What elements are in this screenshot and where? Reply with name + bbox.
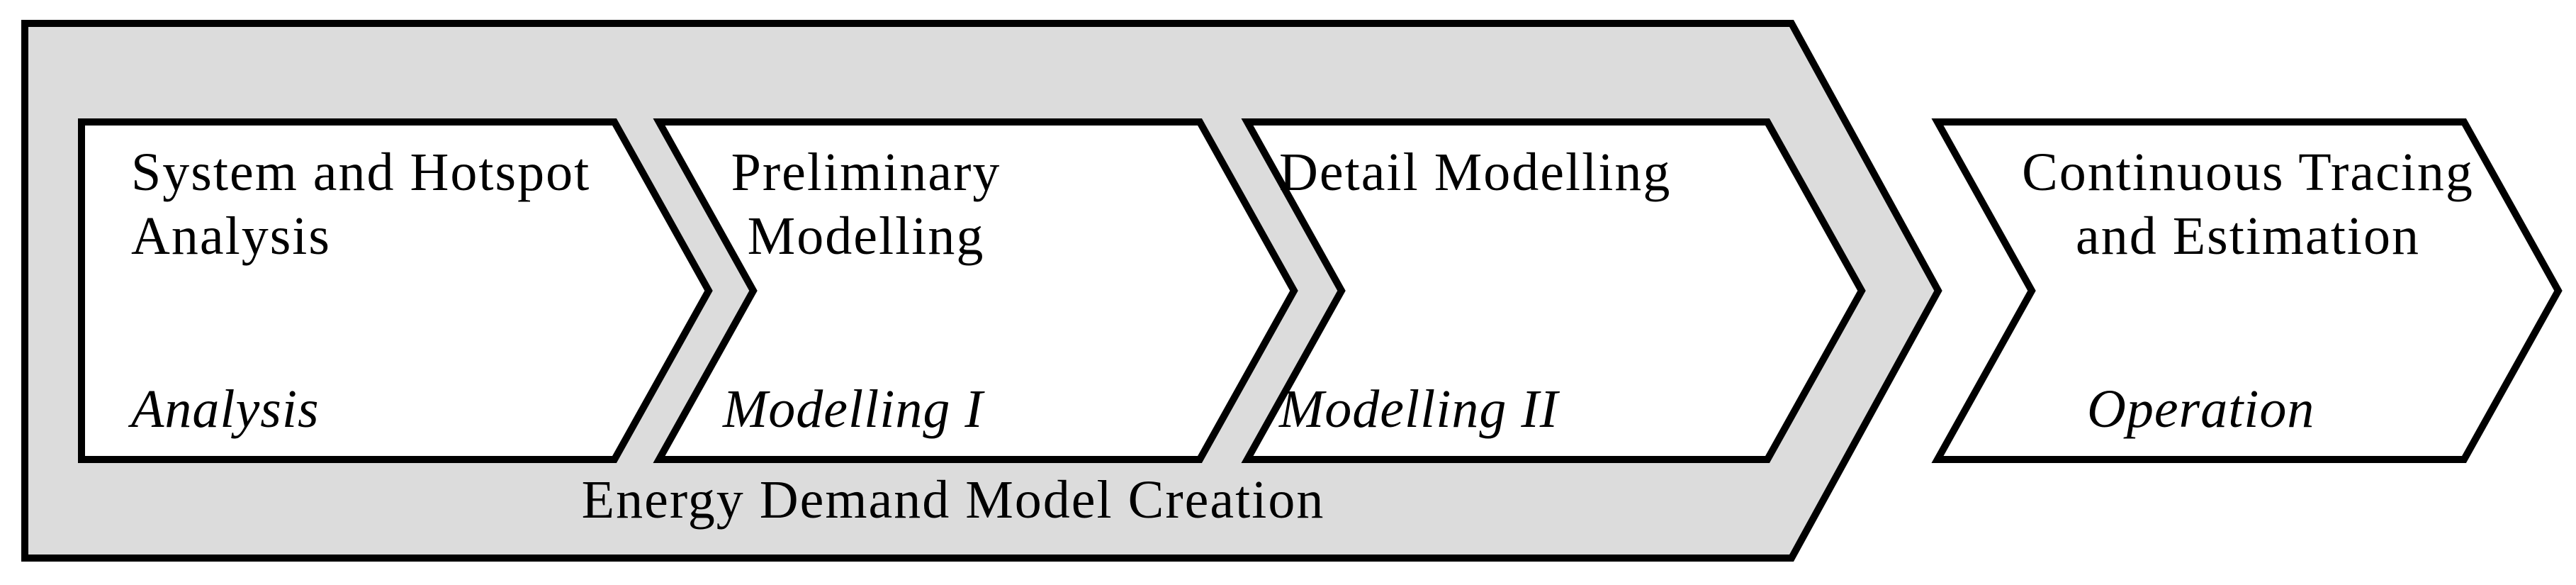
stage-4-title-line-2: and Estimation (2076, 206, 2420, 266)
stage-chevron-system-and-hotspot-analysis (78, 118, 713, 463)
stage-chevron-continuous-tracing-and-estimation (1931, 118, 2563, 463)
stage-3-title-line-1: Detail Modelling (1279, 143, 1671, 202)
stage-1-title-line-2: Analysis (131, 206, 331, 266)
stage-chevron-detail-modelling (1241, 118, 1866, 463)
stage-3-phase-label: Modelling II (1278, 379, 1560, 439)
stage-4-phase-label: Operation (2087, 379, 2315, 439)
stage-1-title-line-1: System and Hotspot (131, 143, 590, 202)
container-banner-label: Energy Demand Model Creation (582, 470, 1325, 530)
stage-2-title-line-1: Preliminary (731, 143, 1001, 202)
stage-2-title-line-2: Modelling (748, 206, 985, 266)
stage-2-phase-label: Modelling I (722, 379, 985, 439)
stage-1-phase-label: Analysis (128, 379, 320, 439)
stage-chevron-preliminary-modelling (653, 118, 1298, 463)
stage-4-title-line-1: Continuous Tracing (2022, 143, 2474, 202)
